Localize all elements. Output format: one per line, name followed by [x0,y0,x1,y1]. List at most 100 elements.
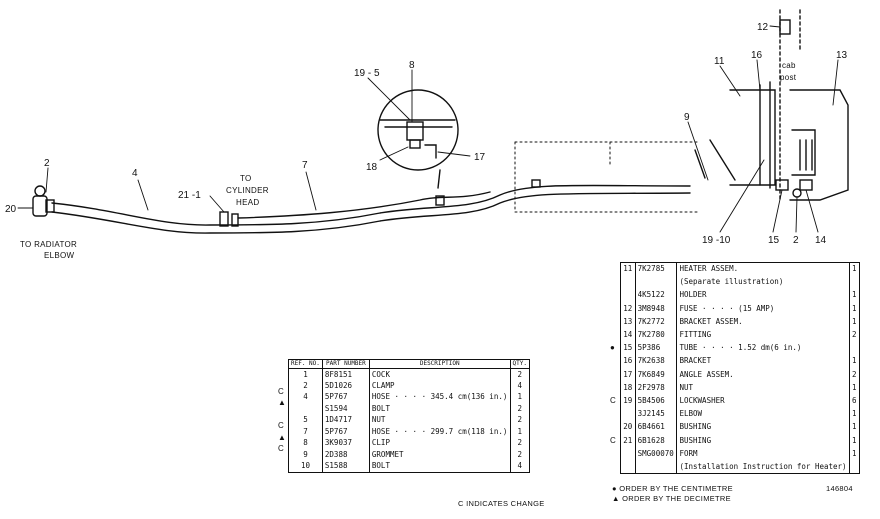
callout-8: 8 [409,60,415,71]
qty-cell: 1 [852,356,857,366]
fuse-holder-12 [779,19,791,35]
footnote-decimetre: ▲ ORDER BY THE DECIMETRE [612,494,731,503]
change-mark: ● [610,343,615,353]
qty-cell: 1 [852,435,857,445]
change-mark: C [278,386,284,396]
table-row: (Installation Instruction for Heater) [620,460,860,474]
qty-cell: 1 [852,264,857,274]
ref-no-cell: 20 [620,420,636,434]
qty-cell: 2 [517,403,523,413]
qty-cell: 1 [517,392,523,402]
description-cell: LOCKWASHER [676,394,850,408]
qty-cell [849,460,859,473]
description-cell: BRACKET [676,354,850,368]
part-number-cell: 5B4506 [635,394,678,408]
callout-15: 15 [768,235,780,246]
header-description: DESCRIPTION [369,359,511,369]
change-mark: C [278,421,284,430]
change-mark: C [610,435,616,445]
header-ref-no: REF. NO. [288,359,323,369]
header-part-number: PART NUMBER [322,359,370,369]
qty-cell: 1 [852,316,857,326]
description-cell: HOSE · · · · 299.7 cm(118 in.) [369,426,511,438]
description-cell: CLIP [369,437,511,449]
qty-cell: 1 [852,303,857,313]
ref-no-cell: 13 [620,315,636,329]
change-mark: C [278,444,284,453]
part-number-cell: 3M8948 [635,302,678,316]
part-number-cell: 7K2785 [635,262,678,276]
description-cell: NUT [369,414,511,426]
fitting-15 [775,179,789,191]
header-qty: QTY. [510,359,530,369]
description-cell: HOLDER [676,288,850,303]
part-number-cell: 7K6849 [635,368,678,382]
description-cell: HEATER ASSEM. [676,262,850,276]
description-cell: ANGLE ASSEM. [676,368,850,382]
callout-19-5: 19 - 5 [354,68,380,79]
part-number-cell: 3K9037 [322,437,370,449]
hose-4 [51,184,691,226]
callout-16: 16 [751,50,763,61]
hose-7 [237,191,491,219]
part-number-cell [635,275,678,289]
part-number-cell: 6B4661 [635,420,678,434]
qty-cell: 2 [517,438,523,448]
callout-17: 17 [474,152,486,163]
ref-no-cell: 2 [288,380,323,392]
callout-11: 11 [714,56,725,67]
part-number-cell: 2D388 [322,449,370,461]
callout-9: 9 [684,112,690,123]
description-cell: BOLT [369,460,511,472]
ref-no-cell: 14 [620,328,636,342]
ref-no-cell [620,407,636,421]
description-cell: ELBOW [676,407,850,421]
callout-4: 4 [132,168,138,179]
part-number-cell: 5P767 [322,391,370,403]
qty-cell: 1 [852,382,857,392]
callout-13: 13 [836,50,848,61]
ref-no-cell: 18 [620,381,636,395]
label-to: TO [240,174,252,183]
qty-cell: 1 [852,422,857,432]
ref-no-cell [620,275,636,289]
ref-no-cell: 21 [620,433,636,448]
label-cab: cab [782,61,796,70]
qty-cell: 2 [517,369,523,379]
description-cell: (Installation Instruction for Heater) [676,460,850,474]
change-mark: C [610,396,616,405]
description-cell: FORM [676,447,850,461]
callout-2-left: 2 [44,158,50,169]
description-cell: FUSE · · · · (15 AMP) [676,302,850,316]
part-number-cell: 5P386 [635,341,678,355]
label-elbow: ELBOW [44,251,75,260]
clamp-21-left [219,211,229,227]
callout-19-10: 19 -10 [702,235,731,246]
part-number-cell: S1588 [322,460,370,472]
heater-body [729,89,776,186]
callout-18: 18 [366,162,378,173]
description-cell: FITTING [676,328,850,342]
part-number-cell: 7K2772 [635,315,678,329]
ref-no-cell: 4 [288,391,323,403]
label-cylinder: CYLINDER [226,186,269,195]
part-number-cell: S1594 [322,403,370,415]
qty-cell: 2 [852,369,857,379]
description-cell: NUT [676,381,850,395]
